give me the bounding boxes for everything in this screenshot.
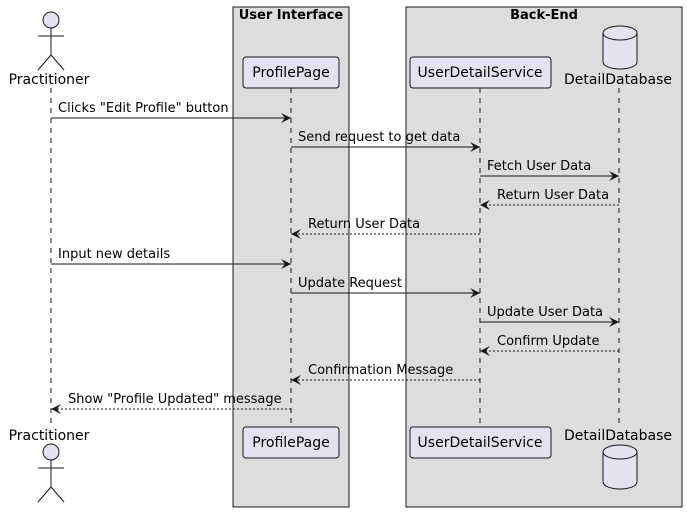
participant-label-userdetailservice: UserDetailService (418, 435, 543, 451)
participant-profilepage: ProfilePage (242, 426, 340, 459)
actor-icon (37, 11, 65, 71)
participant-label-userdetailservice: UserDetailService (418, 65, 543, 81)
lifelines (50, 88, 620, 427)
message-label: Show "Profile Updated" message (68, 392, 282, 407)
participant-label-detaildatabase: DetailDatabase (564, 428, 672, 444)
database-icon (602, 444, 638, 490)
message-label: Return User Data (308, 217, 420, 232)
participant-label-practitioner: Practitioner (9, 428, 90, 444)
message-label: Confirmation Message (308, 363, 453, 378)
message-label: Update User Data (487, 305, 603, 320)
message-label: Clicks "Edit Profile" button (58, 101, 229, 116)
participant-profilepage: ProfilePage (242, 56, 340, 89)
participant-label-profilepage: ProfilePage (252, 435, 329, 451)
message-label: Input new details (58, 247, 170, 262)
participant-label-profilepage: ProfilePage (252, 65, 329, 81)
message-label: Send request to get data (298, 130, 460, 145)
participant-userdetailservice: UserDetailService (409, 426, 552, 459)
box-title: Back-End (510, 8, 578, 23)
actor-icon (37, 443, 65, 503)
message-label: Update Request (298, 276, 402, 291)
message-label: Confirm Update (497, 334, 599, 349)
participant-userdetailservice: UserDetailService (409, 56, 552, 89)
box-title: User Interface (239, 8, 344, 23)
message-label: Return User Data (497, 188, 609, 203)
participant-label-detaildatabase: DetailDatabase (564, 72, 672, 88)
message-label: Fetch User Data (487, 159, 591, 174)
database-icon (602, 25, 638, 70)
participant-label-practitioner: Practitioner (9, 72, 90, 88)
box-back-end: Back-End (405, 6, 683, 508)
